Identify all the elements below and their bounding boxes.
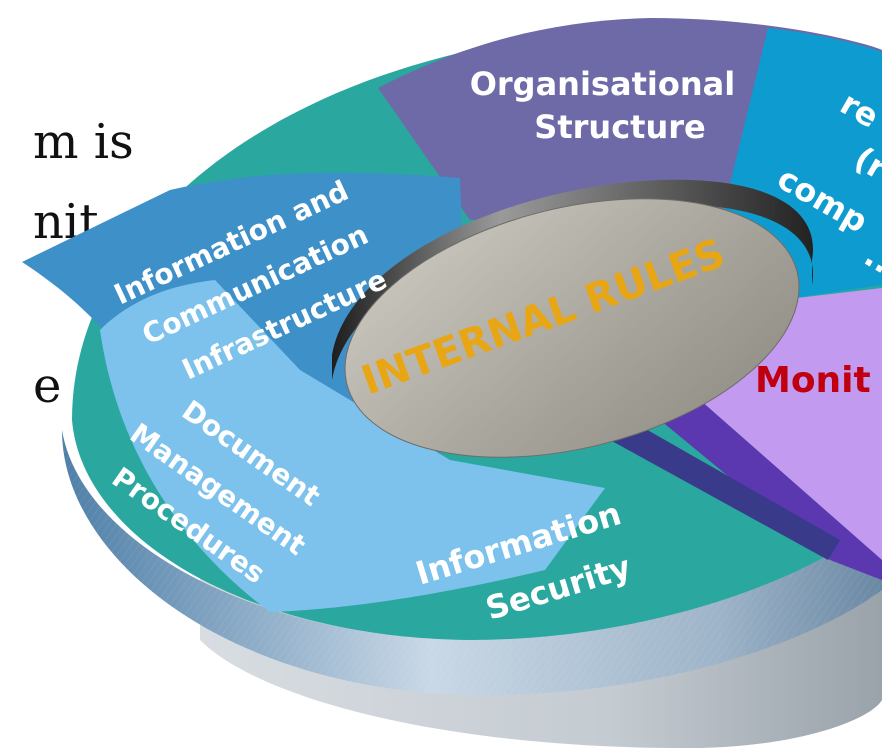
label-organisational-structure: Organisational Structure	[470, 65, 747, 146]
segment-document-management	[100, 280, 605, 612]
label-monitoring: Monit	[755, 360, 871, 401]
side-text-line-1: m is	[33, 114, 134, 170]
center-plate	[344, 198, 800, 458]
side-text-line-3: e	[33, 358, 62, 414]
center-plate-side	[332, 179, 813, 380]
